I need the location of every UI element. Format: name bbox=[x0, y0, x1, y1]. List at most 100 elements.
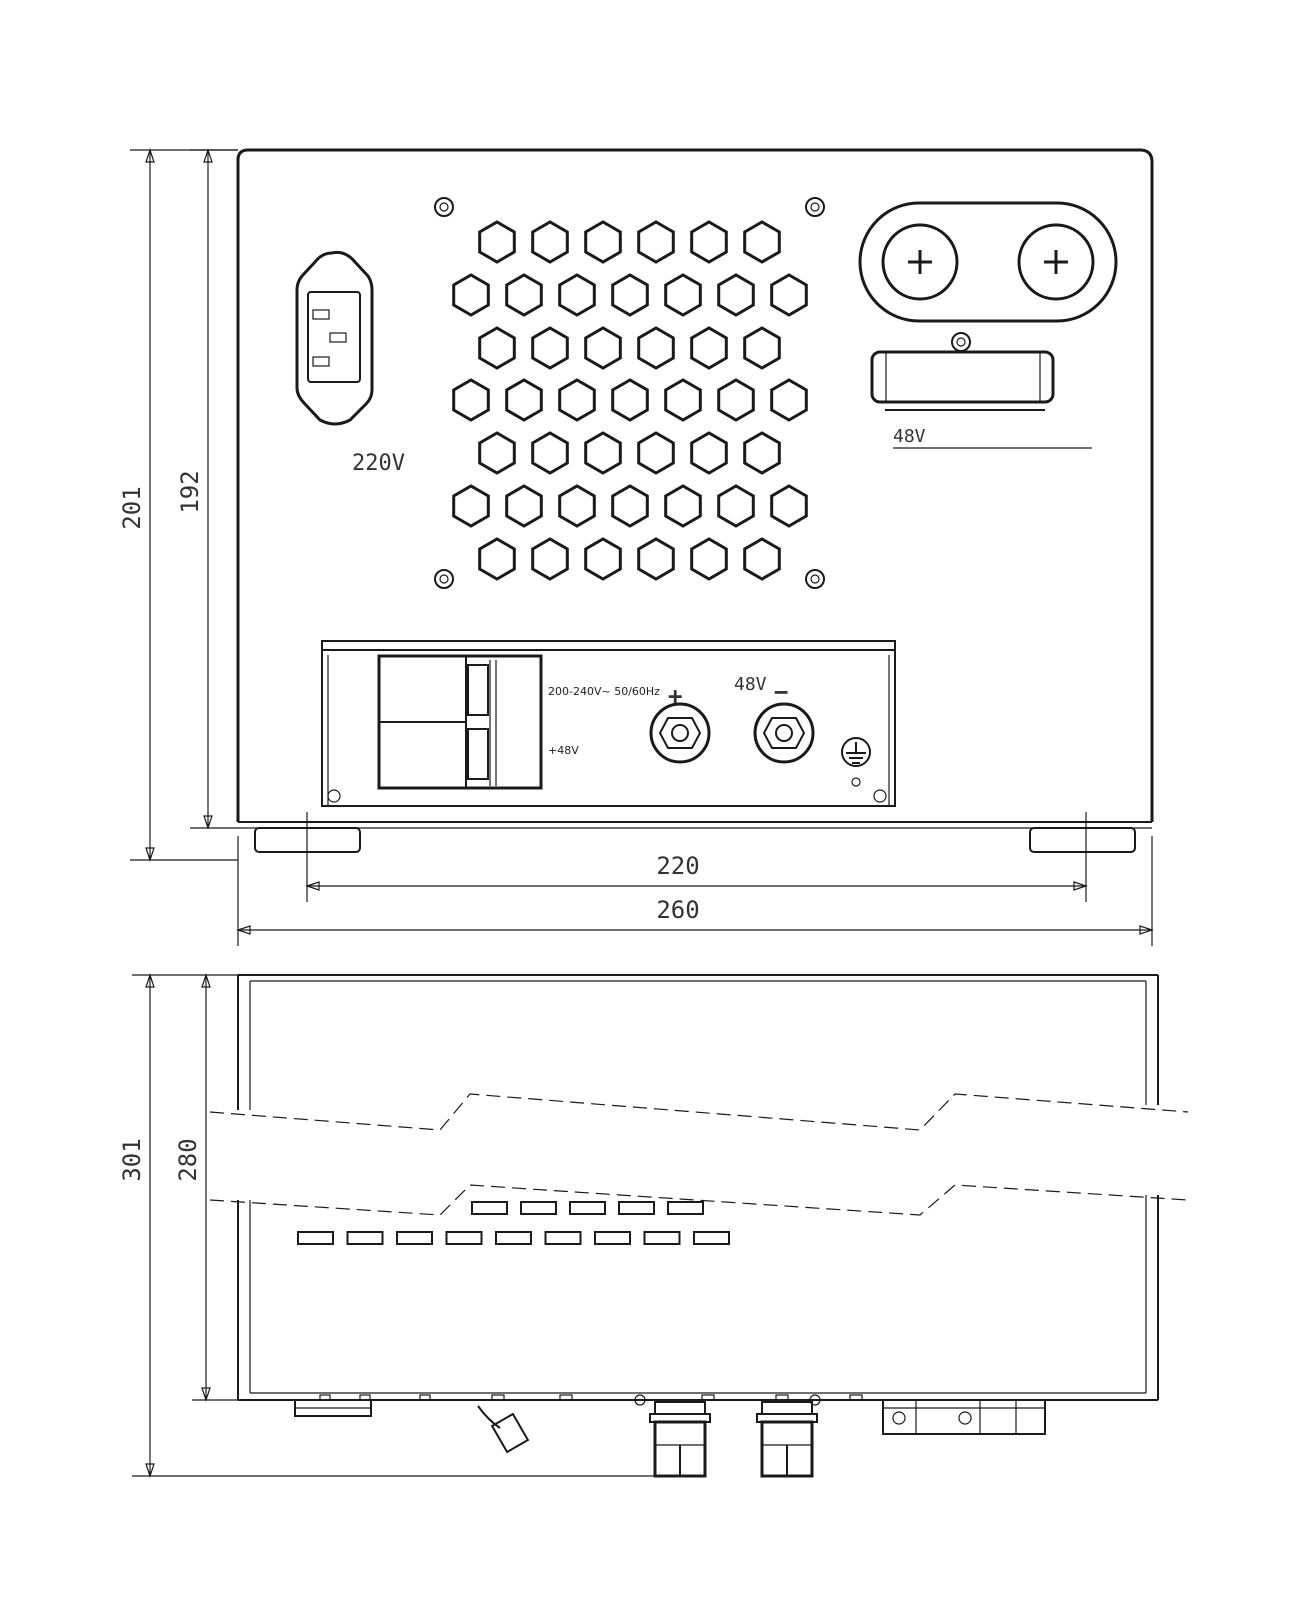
fan-grille-hole bbox=[770, 273, 808, 317]
vent-slot bbox=[520, 1201, 557, 1215]
fan-grille-hole bbox=[637, 326, 675, 370]
output-terminal-capsule bbox=[858, 201, 1118, 323]
fan-grille-hole bbox=[558, 273, 596, 317]
breaker-rating: 200-240V~ 50/60Hz bbox=[548, 685, 660, 698]
ground-terminal-icon bbox=[841, 737, 871, 787]
front-enclosure-outline bbox=[236, 148, 1154, 822]
minus-sign: − bbox=[774, 678, 788, 706]
vent-slot bbox=[544, 1231, 582, 1245]
terminal-knob-left bbox=[881, 223, 959, 301]
fan-grille-hole bbox=[664, 378, 702, 422]
fan-grille-hole bbox=[743, 537, 781, 581]
circuit-breaker bbox=[377, 654, 543, 790]
side-depth-inner: 280 bbox=[174, 1138, 202, 1181]
fan-grille-hole bbox=[611, 378, 649, 422]
fan-grille-hole bbox=[690, 220, 728, 264]
inlet-pin-bottom bbox=[312, 356, 330, 367]
fan-grille-hole bbox=[584, 537, 622, 581]
output-voltage-label-panel: 48V bbox=[734, 674, 767, 695]
side-terminal-block bbox=[882, 1399, 1046, 1435]
fan-grille-hole bbox=[505, 273, 543, 317]
fan-grille-hole bbox=[743, 431, 781, 475]
fan-screw-bottom-right bbox=[805, 569, 825, 589]
fan-grille bbox=[452, 220, 808, 581]
fan-screw-top-right bbox=[805, 197, 825, 217]
panel-screw-right bbox=[873, 789, 887, 803]
positive-binding-post[interactable] bbox=[649, 702, 711, 764]
fan-grille-hole bbox=[531, 537, 569, 581]
vent-slot bbox=[569, 1201, 606, 1215]
fan-grille-hole bbox=[611, 484, 649, 528]
fan-grille-hole bbox=[637, 431, 675, 475]
fan-grille-hole bbox=[690, 326, 728, 370]
fan-grille-hole bbox=[531, 326, 569, 370]
fan-grille-hole bbox=[584, 326, 622, 370]
fan-grille-hole bbox=[637, 537, 675, 581]
vent-slot bbox=[297, 1231, 334, 1245]
break-line-upper bbox=[209, 1093, 1189, 1131]
negative-binding-post[interactable] bbox=[753, 702, 815, 764]
breaker-sub-label: +48V bbox=[548, 744, 579, 757]
fan-grille-hole bbox=[452, 273, 490, 317]
side-depth-outer: 301 bbox=[118, 1138, 146, 1181]
fan-grille-hole bbox=[531, 431, 569, 475]
side-depth-dimensions: 301 280 bbox=[118, 973, 655, 1478]
break-line-lower bbox=[209, 1184, 1189, 1216]
fan-grille-hole bbox=[770, 484, 808, 528]
fan-grille-hole bbox=[478, 537, 516, 581]
plus-icon bbox=[908, 250, 932, 274]
side-view: 301 280 bbox=[118, 973, 1189, 1478]
side-binding-post-positive bbox=[649, 1401, 711, 1478]
vent-slot bbox=[346, 1231, 384, 1245]
fan-grille-hole bbox=[452, 378, 490, 422]
fan-grille-hole bbox=[611, 273, 649, 317]
overall-width-dimension: 260 bbox=[656, 896, 699, 924]
side-binding-post-negative bbox=[756, 1401, 818, 1478]
connection-panel: 200-240V~ 50/60Hz +48V 48V + − bbox=[321, 640, 896, 807]
fan-grille-hole bbox=[452, 484, 490, 528]
inlet-pin-top bbox=[312, 309, 330, 320]
fan-grille-hole bbox=[558, 484, 596, 528]
vent-slot bbox=[445, 1231, 483, 1245]
foot-span-dimension: 220 bbox=[656, 852, 699, 880]
fan-grille-hole bbox=[531, 220, 569, 264]
vent-slot bbox=[618, 1201, 655, 1215]
vent-slot bbox=[693, 1231, 730, 1245]
capsule-screw bbox=[951, 332, 971, 352]
fan-grille-hole bbox=[690, 537, 728, 581]
plus-icon-right bbox=[1044, 250, 1068, 274]
fan-grille-hole bbox=[743, 326, 781, 370]
fan-grille-hole bbox=[717, 378, 755, 422]
iec-power-inlet bbox=[295, 250, 374, 426]
fuse-holder bbox=[870, 350, 1055, 411]
front-height-outer: 201 bbox=[118, 486, 146, 529]
fan-grille-hole bbox=[743, 220, 781, 264]
breaker-handle-top[interactable] bbox=[467, 664, 489, 716]
fan-screw-top-left bbox=[434, 197, 454, 217]
fan-grille-hole bbox=[478, 431, 516, 475]
fan-grille-hole bbox=[584, 431, 622, 475]
fan-grille-hole bbox=[690, 431, 728, 475]
cable-gland bbox=[477, 1405, 530, 1454]
vent-slot bbox=[667, 1201, 704, 1215]
fan-grille-hole bbox=[584, 220, 622, 264]
fan-grille-hole bbox=[478, 220, 516, 264]
fan-grille-hole bbox=[717, 273, 755, 317]
fan-grille-hole bbox=[664, 273, 702, 317]
output-voltage-label-top: 48V bbox=[893, 426, 926, 447]
fan-grille-hole bbox=[478, 326, 516, 370]
fan-grille-hole bbox=[664, 484, 702, 528]
front-height-dimensions: 201 192 bbox=[118, 148, 238, 862]
breaker-handle-bottom[interactable] bbox=[467, 728, 489, 780]
fan-grille-hole bbox=[717, 484, 755, 528]
vent-slots bbox=[297, 1201, 730, 1245]
panel-screw-left bbox=[327, 789, 341, 803]
fan-screw-bottom-left bbox=[434, 569, 454, 589]
fan-grille-hole bbox=[505, 378, 543, 422]
terminal-knob-right bbox=[1017, 223, 1095, 301]
front-width-dimensions: 220 260 bbox=[236, 812, 1154, 946]
vent-slot bbox=[396, 1231, 433, 1245]
side-bottom-connectors bbox=[294, 1394, 1046, 1478]
fan-grille-hole bbox=[505, 484, 543, 528]
input-voltage-label: 220V bbox=[352, 451, 405, 476]
